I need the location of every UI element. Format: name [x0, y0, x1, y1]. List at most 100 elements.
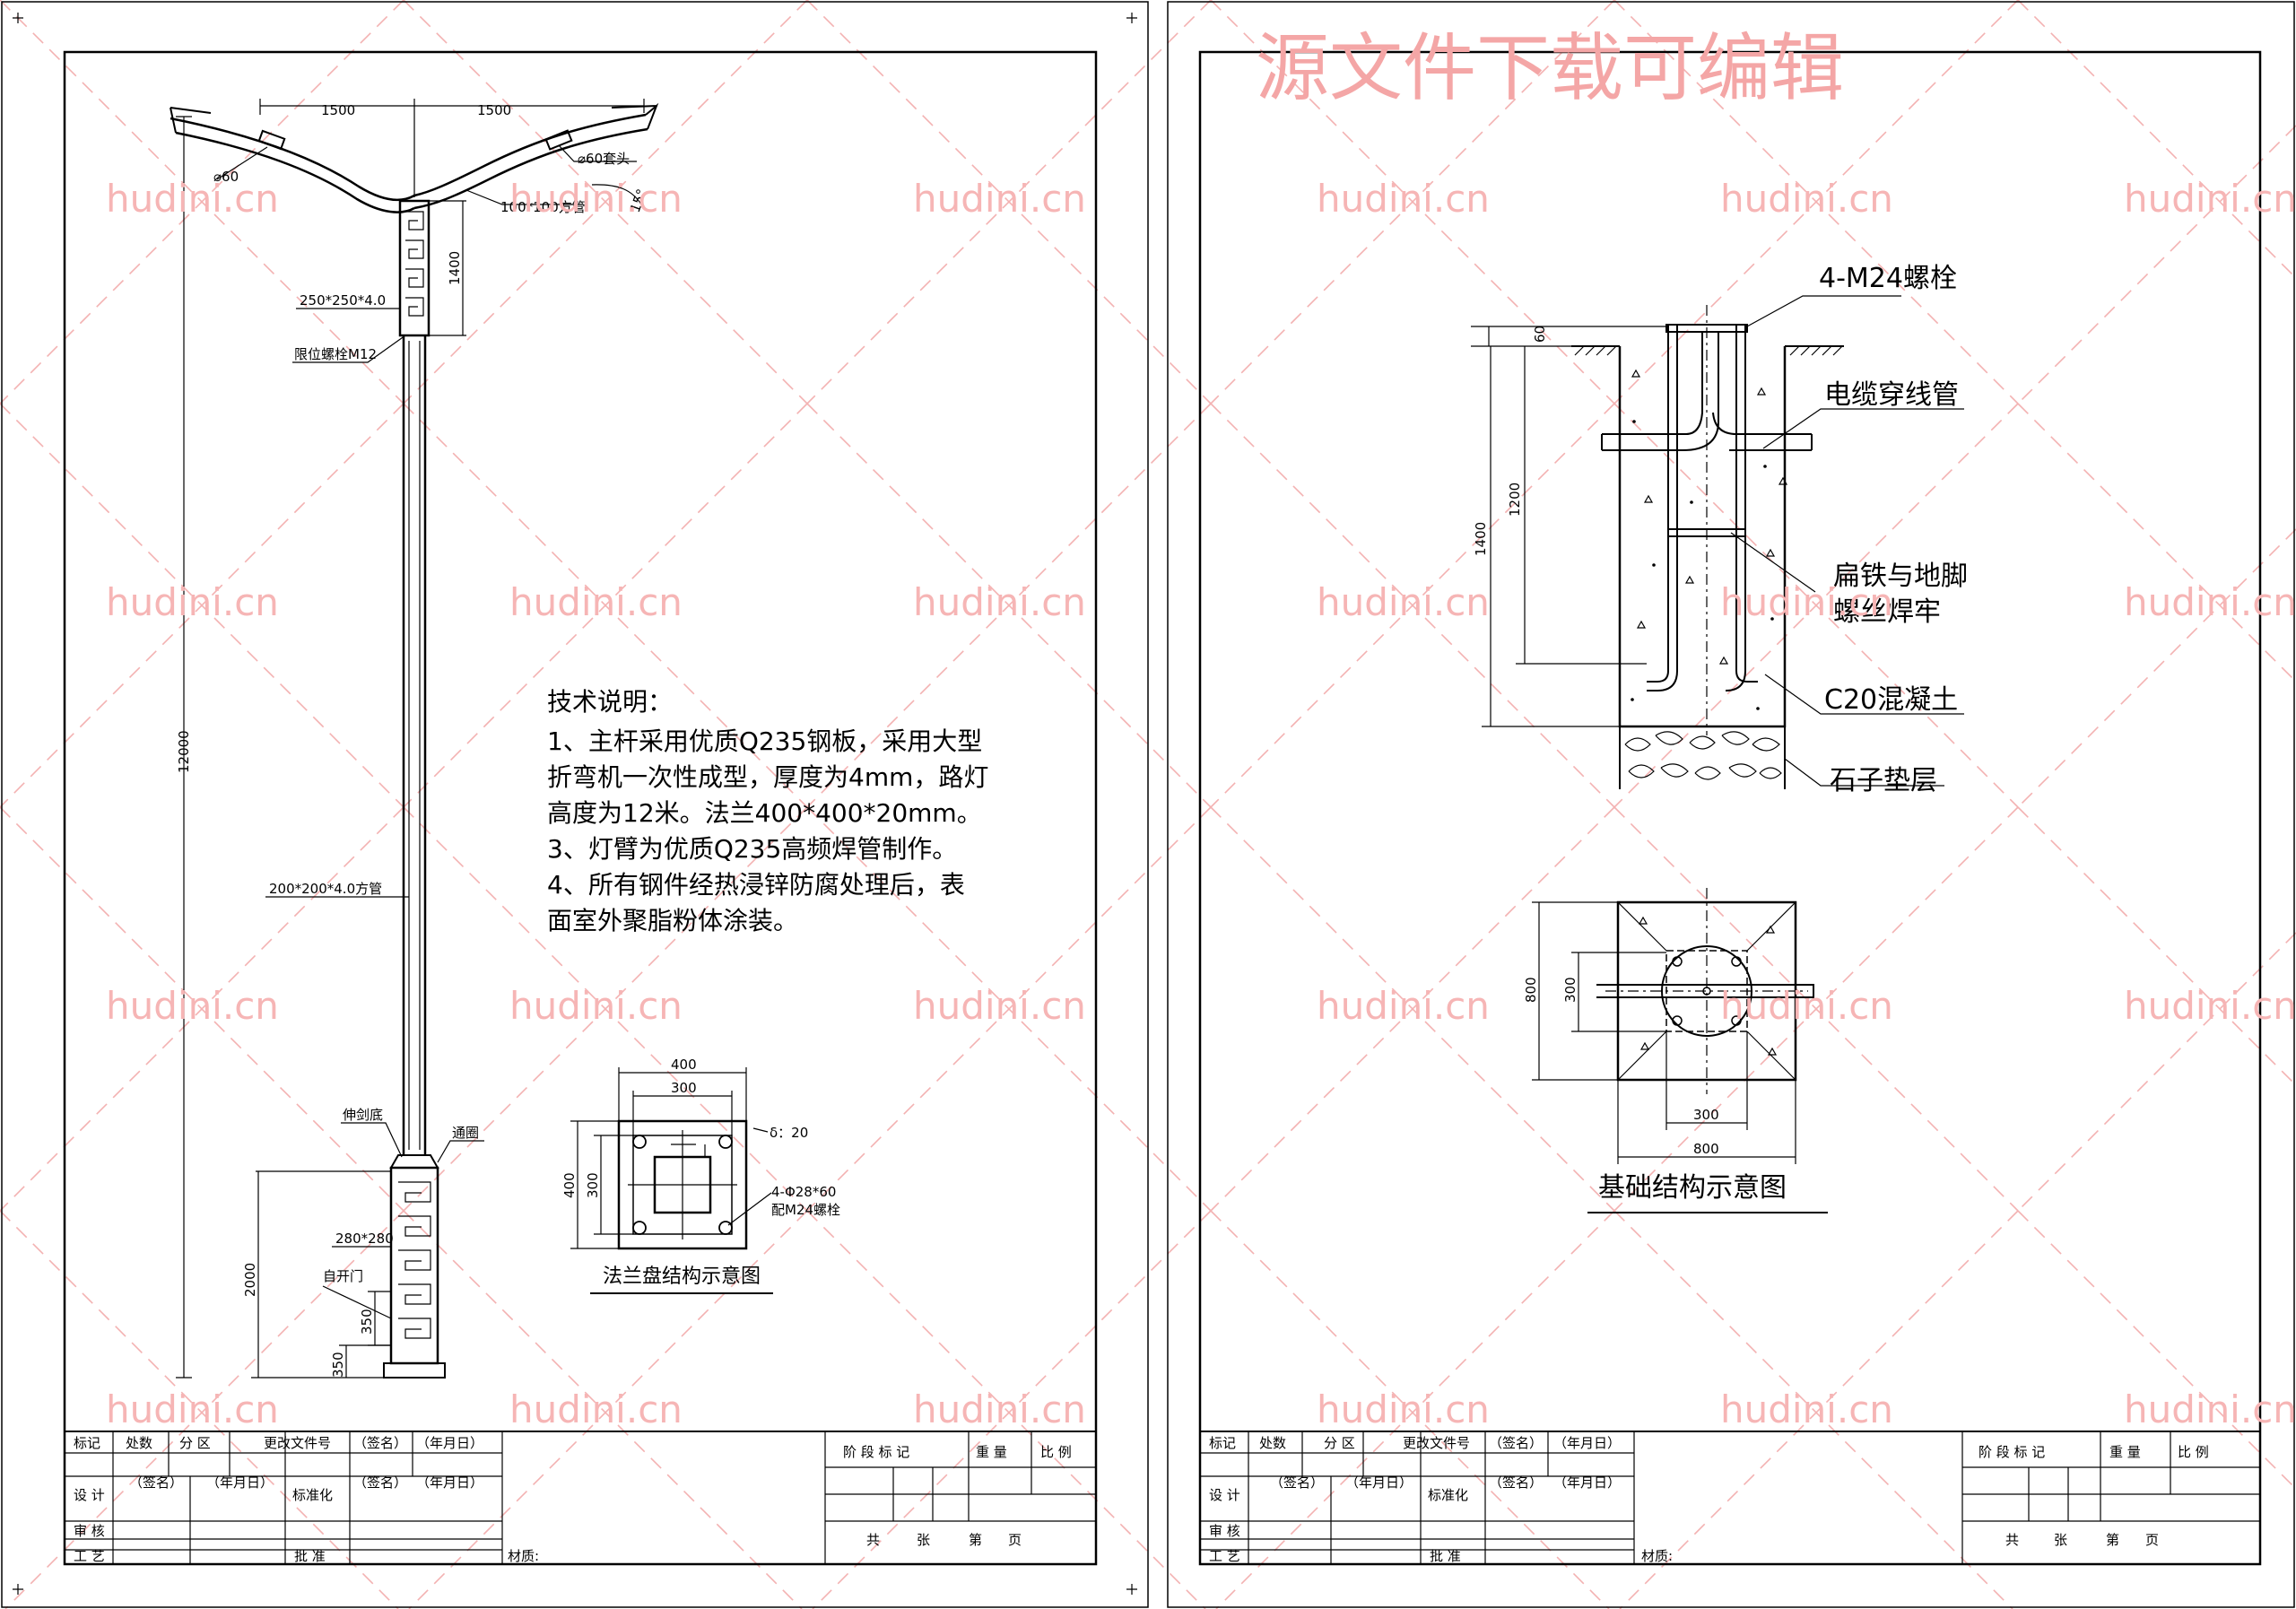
- watermark-text: hudini.cn: [509, 177, 683, 221]
- tb-marks: 标记: [1209, 1435, 1236, 1451]
- tb-stage-mark: 阶 段 标 记: [843, 1444, 909, 1460]
- gravel-label: 石子垫层: [1830, 765, 1937, 796]
- dim-depth: 1400: [1473, 522, 1489, 556]
- tb-standardize: 标准化: [1428, 1487, 1468, 1503]
- tb-design: 设 计: [1209, 1487, 1240, 1503]
- foundation-plan: 800 300 300 800 基础结构示意图: [1523, 888, 1828, 1213]
- dim-bolt: 1200: [1507, 483, 1523, 517]
- tb-scale: 比 例: [1040, 1444, 1072, 1460]
- tb-page-unit: 页: [2145, 1532, 2159, 1548]
- tb-process: 工 艺: [1209, 1548, 1240, 1564]
- tb-sheets-total: 共: [866, 1532, 880, 1548]
- watermark-title: 源文件下载可编辑: [1256, 26, 1844, 111]
- technical-notes: 技术说明： 1、主杆采用优质Q235钢板，采用大型 折弯机一次性成型，厚度为4m…: [547, 687, 988, 935]
- base-section-label: 280*280: [335, 1231, 394, 1247]
- tb-sheets-total: 共: [2005, 1532, 2019, 1548]
- tb-standardize: 标准化: [292, 1487, 333, 1503]
- watermark-text: hudini.cn: [1317, 580, 1490, 624]
- flange-bolts: 配M24螺栓: [771, 1202, 840, 1218]
- watermark-text: hudini.cn: [1720, 580, 1893, 624]
- watermark-text: hudini.cn: [509, 984, 683, 1028]
- arm-span-left: 1500: [321, 102, 355, 118]
- bottom-height: 350: [330, 1352, 346, 1378]
- tb-date: （年月日）: [1553, 1435, 1621, 1451]
- flange-detail: 400 300 400 300 δ：20 4-Φ28*60 配M24螺栓 法兰盘…: [561, 1057, 840, 1294]
- flange-title: 法兰盘结构示意图: [603, 1265, 761, 1288]
- flange-height-inner: 300: [585, 1172, 601, 1198]
- tb-weight: 重 量: [976, 1444, 1007, 1460]
- foundation-title: 基础结构示意图: [1598, 1172, 1787, 1204]
- tb-design: 设 计: [74, 1487, 105, 1503]
- arm-cap-label: ⌀60套头: [578, 151, 630, 167]
- watermark-text: hudini.cn: [2124, 984, 2296, 1028]
- tb-sign: （签名）: [1489, 1474, 1543, 1491]
- tb-count: 处数: [1259, 1435, 1286, 1451]
- right-sheet-frame: [1167, 1, 2295, 1608]
- tb-sign: （签名）: [353, 1435, 407, 1451]
- watermark-text: hudini.cn: [106, 1387, 279, 1431]
- cover-label: 伸剑底: [343, 1107, 383, 1123]
- tb-sheet-no: 第: [969, 1532, 982, 1548]
- flange-width-inner: 300: [671, 1080, 697, 1096]
- watermark-text: hudini.cn: [1720, 177, 1893, 221]
- tb-process: 工 艺: [74, 1548, 105, 1564]
- title-block-left: 标记 处数 分 区 更改文件号 （签名） （年月日） 设 计 （签名） （年月日…: [64, 1431, 1097, 1565]
- pole-elevation: 1500 1500 ⌀60 ⌀60套头 15° 100*100方管 1400 2…: [170, 99, 659, 1379]
- plan-side: 800: [1523, 977, 1539, 1003]
- plan-bottom-inner: 300: [1693, 1107, 1719, 1123]
- notes-line: 折弯机一次性成型，厚度为4mm，路灯: [547, 762, 988, 792]
- arm-span-right: 1500: [477, 102, 511, 118]
- dim-top: 60: [1532, 326, 1548, 343]
- flange-width-outer: 400: [671, 1057, 697, 1073]
- tb-material: 材质:: [508, 1548, 539, 1564]
- watermark-text: hudini.cn: [106, 177, 279, 221]
- tb-date: （年月日）: [206, 1474, 274, 1491]
- tb-material: 材质:: [1641, 1548, 1673, 1564]
- watermark-text: hudini.cn: [1720, 984, 1893, 1028]
- tb-sign: （签名）: [353, 1474, 407, 1491]
- cable-label: 电缆穿线管: [1824, 379, 1959, 411]
- flat-iron-label-2: 螺丝焊牢: [1833, 596, 1941, 628]
- notes-line: 4、所有钢件经热浸锌防腐处理后，表: [547, 870, 965, 900]
- tb-marks: 标记: [74, 1435, 100, 1451]
- tb-sheet-no: 第: [2106, 1532, 2119, 1548]
- tb-weight: 重 量: [2109, 1444, 2141, 1460]
- door-label: 自开门: [323, 1268, 363, 1284]
- notes-heading: 技术说明：: [547, 687, 673, 717]
- watermark-text: hudini.cn: [2124, 580, 2296, 624]
- arm-tube-dia: ⌀60: [213, 169, 239, 185]
- notes-line: 1、主杆采用优质Q235钢板，采用大型: [547, 726, 982, 756]
- tb-sign: （签名）: [1489, 1435, 1543, 1451]
- tb-count: 处数: [126, 1435, 152, 1451]
- total-height: 12000: [176, 730, 192, 773]
- watermark-text: hudini.cn: [509, 1387, 683, 1431]
- watermark-text: hudini.cn: [2124, 1387, 2296, 1431]
- upper-section-height: 1400: [447, 251, 463, 285]
- watermark-text: hudini.cn: [106, 984, 279, 1028]
- main-tube-label: 200*200*4.0方管: [269, 881, 382, 897]
- flange-holes: 4-Φ28*60: [771, 1184, 836, 1200]
- tb-sheets-unit: 张: [2054, 1532, 2067, 1548]
- upper-section-label: 250*250*4.0: [300, 292, 386, 309]
- watermark-text: hudini.cn: [106, 580, 279, 624]
- flange-thickness: δ：20: [770, 1125, 808, 1141]
- notes-line: 面室外聚脂粉体涂装。: [547, 906, 798, 935]
- watermark-text: hudini.cn: [509, 580, 683, 624]
- watermark-text: 源文件下载可编辑 hudini.cn hudini.cn hudini.cn h…: [106, 26, 2296, 1431]
- tb-zone: 分 区: [1324, 1435, 1355, 1451]
- watermark-text: hudini.cn: [1317, 1387, 1490, 1431]
- watermark-text: hudini.cn: [913, 177, 1086, 221]
- watermark-text: hudini.cn: [1720, 1387, 1893, 1431]
- watermark-text: hudini.cn: [913, 1387, 1086, 1431]
- watermark-text: hudini.cn: [2124, 177, 2296, 221]
- tb-date: （年月日）: [416, 1474, 483, 1491]
- tb-review: 审 核: [1209, 1523, 1240, 1539]
- watermark-text: hudini.cn: [1317, 177, 1490, 221]
- tb-date: （年月日）: [416, 1435, 483, 1451]
- title-block-right: 标记 处数 分 区 更改文件号 （签名） （年月日） 设 计 （签名） （年月日…: [1199, 1431, 2261, 1565]
- tb-approve: 批 准: [294, 1548, 326, 1564]
- door-height: 350: [359, 1309, 375, 1335]
- plan-bottom-outer: 800: [1693, 1141, 1719, 1157]
- arm-section-label: 100*100方管: [500, 199, 586, 215]
- tb-approve: 批 准: [1430, 1548, 1461, 1564]
